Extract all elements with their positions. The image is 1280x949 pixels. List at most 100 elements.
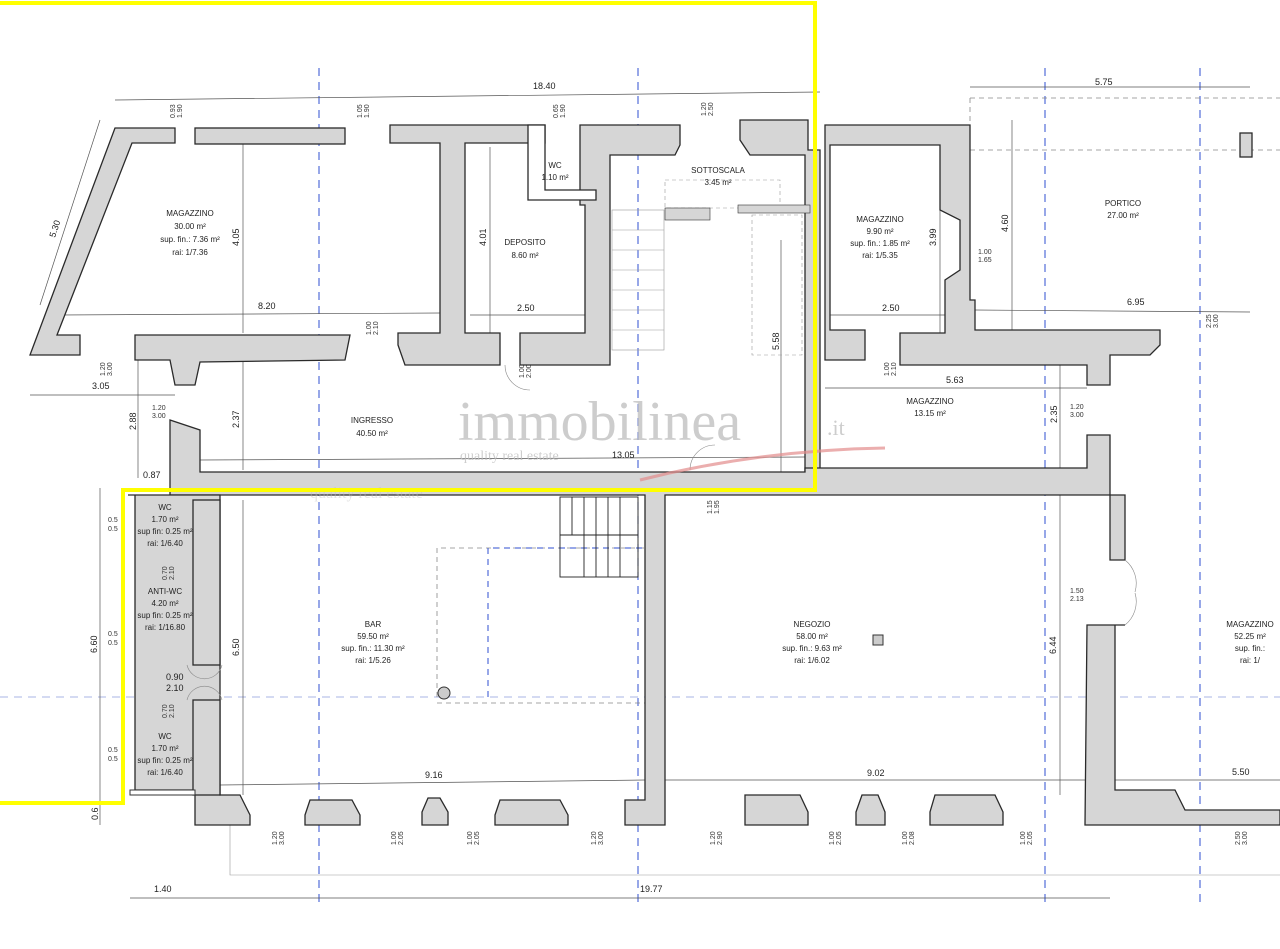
room-bar: BAR 59.50 m² sup. fin.: 11.30 m² rai: 1/… bbox=[341, 620, 405, 665]
svg-text:2.88: 2.88 bbox=[128, 412, 138, 430]
svg-text:8.60 m²: 8.60 m² bbox=[511, 251, 538, 260]
svg-text:2.10: 2.10 bbox=[373, 321, 380, 335]
svg-text:2.10: 2.10 bbox=[166, 683, 184, 693]
svg-text:3.99: 3.99 bbox=[928, 228, 938, 246]
svg-text:59.50 m²: 59.50 m² bbox=[357, 632, 389, 641]
svg-text:4.05: 4.05 bbox=[231, 228, 241, 246]
svg-text:0.70: 0.70 bbox=[162, 704, 169, 718]
room-wc-2: WC 1.70 m² sup fin: 0.25 m² rai: 1/6.40 bbox=[137, 732, 192, 777]
svg-text:13.15 m²: 13.15 m² bbox=[914, 409, 946, 418]
svg-text:0.5: 0.5 bbox=[108, 640, 118, 647]
svg-text:1.00: 1.00 bbox=[391, 831, 398, 845]
svg-text:1.00: 1.00 bbox=[902, 831, 909, 845]
svg-text:13.05: 13.05 bbox=[612, 450, 635, 460]
svg-text:rai: 1/5.35: rai: 1/5.35 bbox=[862, 251, 898, 260]
svg-text:sup. fin.: 11.30 m²: sup. fin.: 11.30 m² bbox=[341, 644, 405, 653]
svg-text:1.00: 1.00 bbox=[884, 362, 891, 376]
svg-text:3.00: 3.00 bbox=[107, 362, 114, 376]
svg-text:2.08: 2.08 bbox=[909, 831, 916, 845]
svg-text:0.5: 0.5 bbox=[108, 517, 118, 524]
svg-text:ANTI-WC: ANTI-WC bbox=[148, 587, 182, 596]
svg-text:sup. fin.:: sup. fin.: bbox=[1235, 644, 1265, 653]
svg-text:rai: 1/16.80: rai: 1/16.80 bbox=[145, 623, 186, 632]
dimension-labels: 18.40 5.75 5.30 4.05 8.20 4.01 2.50 2.50… bbox=[47, 77, 1249, 894]
svg-text:2.37: 2.37 bbox=[231, 410, 241, 428]
svg-text:1.00: 1.00 bbox=[1020, 831, 1027, 845]
room-wc-1: WC 1.70 m² sup fin: 0.25 m² rai: 1/6.40 bbox=[137, 503, 192, 548]
svg-text:58.00 m²: 58.00 m² bbox=[796, 632, 828, 641]
svg-text:INGRESSO: INGRESSO bbox=[351, 416, 393, 425]
svg-text:2.35: 2.35 bbox=[1049, 405, 1059, 423]
svg-text:.it: .it bbox=[827, 415, 845, 440]
svg-text:2.10: 2.10 bbox=[169, 566, 176, 580]
svg-text:sup. fin.: 7.36 m²: sup. fin.: 7.36 m² bbox=[160, 235, 220, 244]
svg-text:0.5: 0.5 bbox=[108, 631, 118, 638]
svg-text:1.20: 1.20 bbox=[272, 831, 279, 845]
svg-text:6.60: 6.60 bbox=[89, 635, 99, 653]
svg-text:1.05: 1.05 bbox=[357, 104, 364, 118]
staircase bbox=[559, 179, 811, 578]
svg-text:2.10: 2.10 bbox=[169, 704, 176, 718]
svg-text:2.05: 2.05 bbox=[836, 831, 843, 845]
svg-text:5.75: 5.75 bbox=[1095, 77, 1113, 87]
svg-text:0.6: 0.6 bbox=[90, 807, 100, 820]
svg-text:1.70 m²: 1.70 m² bbox=[151, 515, 178, 524]
room-negozio: NEGOZIO 58.00 m² sup. fin.: 9.63 m² rai:… bbox=[782, 620, 842, 665]
svg-text:3.00: 3.00 bbox=[598, 831, 605, 845]
room-sottoscala: SOTTOSCALA 3.45 m² bbox=[691, 166, 745, 187]
dimension-lines bbox=[30, 86, 1280, 899]
svg-text:rai: 1/6.02: rai: 1/6.02 bbox=[794, 656, 830, 665]
svg-text:3.00: 3.00 bbox=[279, 831, 286, 845]
svg-text:3.00: 3.00 bbox=[1242, 831, 1249, 845]
svg-text:2.25: 2.25 bbox=[1206, 314, 1213, 328]
svg-text:1.00: 1.00 bbox=[829, 831, 836, 845]
svg-text:2.00: 2.00 bbox=[526, 364, 533, 378]
svg-text:1.90: 1.90 bbox=[560, 104, 567, 118]
svg-text:27.00 m²: 27.00 m² bbox=[1107, 211, 1139, 220]
svg-text:0.93: 0.93 bbox=[170, 104, 177, 118]
svg-text:MAGAZZINO: MAGAZZINO bbox=[166, 209, 214, 218]
svg-text:0.5: 0.5 bbox=[108, 526, 118, 533]
svg-text:2.13: 2.13 bbox=[1070, 596, 1084, 603]
svg-text:rai: 1/6.40: rai: 1/6.40 bbox=[147, 768, 183, 777]
svg-text:4.60: 4.60 bbox=[1000, 214, 1010, 232]
svg-text:5.63: 5.63 bbox=[946, 375, 964, 385]
svg-text:19.77: 19.77 bbox=[640, 884, 663, 894]
svg-text:30.00 m²: 30.00 m² bbox=[174, 222, 206, 231]
svg-text:sup fin: 0.25 m²: sup fin: 0.25 m² bbox=[137, 527, 192, 536]
svg-text:BAR: BAR bbox=[365, 620, 382, 629]
svg-text:0.70: 0.70 bbox=[162, 566, 169, 580]
svg-text:18.40: 18.40 bbox=[533, 81, 556, 91]
svg-text:4.01: 4.01 bbox=[478, 228, 488, 246]
svg-text:rai: 1/7.36: rai: 1/7.36 bbox=[172, 248, 208, 257]
svg-text:MAGAZZINO: MAGAZZINO bbox=[1226, 620, 1274, 629]
svg-text:sup. fin.: 9.63 m²: sup. fin.: 9.63 m² bbox=[782, 644, 842, 653]
svg-text:1.00: 1.00 bbox=[978, 249, 992, 256]
svg-text:2.05: 2.05 bbox=[398, 831, 405, 845]
svg-text:5.50: 5.50 bbox=[1232, 767, 1250, 777]
svg-text:1.70 m²: 1.70 m² bbox=[151, 744, 178, 753]
svg-text:1.15: 1.15 bbox=[707, 500, 714, 514]
column-square bbox=[872, 634, 884, 646]
svg-text:1.20: 1.20 bbox=[1070, 404, 1084, 411]
highlight-outline bbox=[0, 1, 817, 805]
svg-text:0.65: 0.65 bbox=[553, 104, 560, 118]
svg-text:rai: 1/5.26: rai: 1/5.26 bbox=[355, 656, 391, 665]
room-magazzino-9: MAGAZZINO 9.90 m² sup. fin.: 1.85 m² rai… bbox=[850, 215, 910, 260]
svg-text:immobilinea: immobilinea bbox=[458, 391, 741, 453]
svg-text:9.02: 9.02 bbox=[867, 768, 885, 778]
column-round bbox=[437, 686, 451, 700]
svg-text:MAGAZZINO: MAGAZZINO bbox=[856, 215, 904, 224]
svg-text:1.65: 1.65 bbox=[978, 257, 992, 264]
svg-text:1.90: 1.90 bbox=[364, 104, 371, 118]
svg-text:2.50: 2.50 bbox=[517, 303, 535, 313]
svg-text:2.05: 2.05 bbox=[474, 831, 481, 845]
svg-text:6.95: 6.95 bbox=[1127, 297, 1145, 307]
svg-text:rai: 1/6.40: rai: 1/6.40 bbox=[147, 539, 183, 548]
svg-text:0.5: 0.5 bbox=[108, 747, 118, 754]
svg-text:1.00: 1.00 bbox=[467, 831, 474, 845]
svg-text:2.05: 2.05 bbox=[1027, 831, 1034, 845]
svg-text:40.50 m²: 40.50 m² bbox=[356, 429, 388, 438]
